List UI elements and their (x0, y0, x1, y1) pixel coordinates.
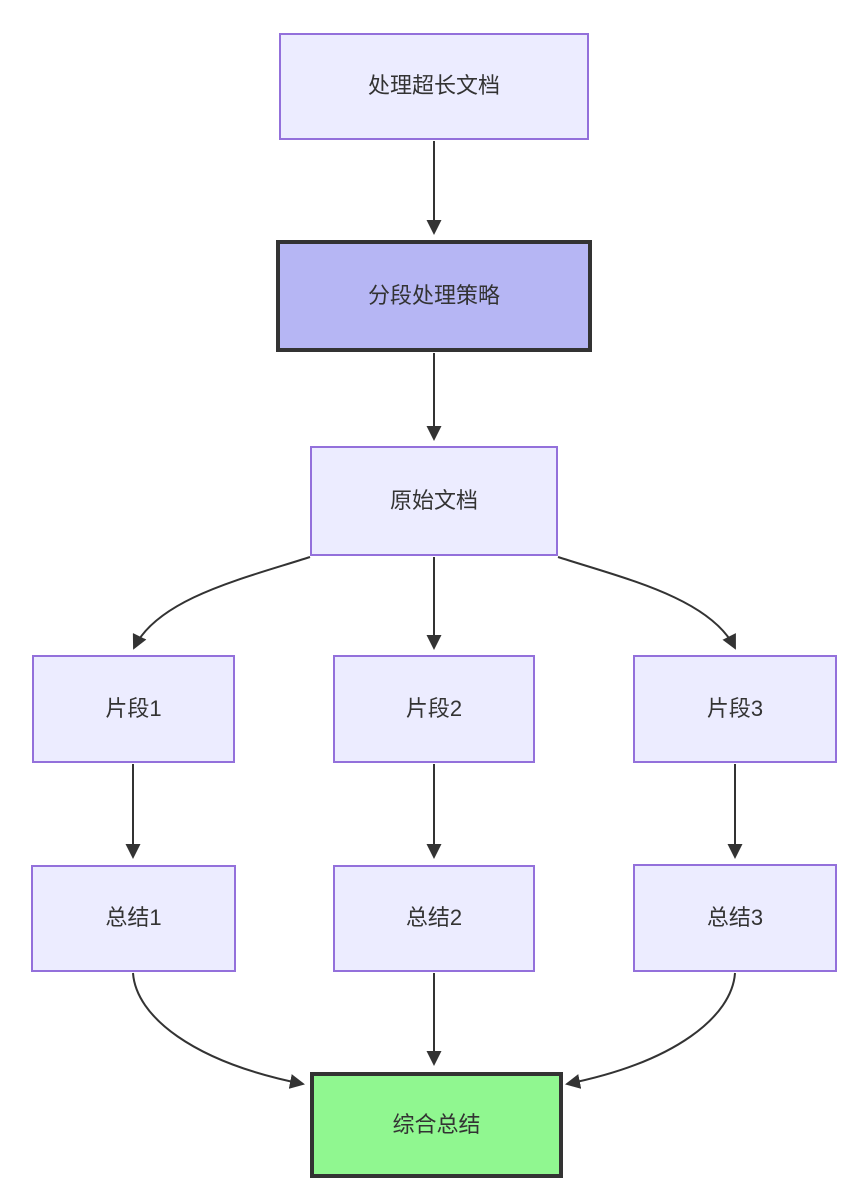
node-fragment-3-label: 片段3 (706, 695, 764, 721)
node-fragment-2: 片段2 (333, 655, 535, 763)
node-summary-2: 总结2 (333, 865, 535, 972)
node-process-long-doc: 处理超长文档 (279, 33, 589, 140)
node-final-summary: 综合总结 (310, 1072, 563, 1178)
node-process-long-doc-label: 处理超长文档 (367, 73, 500, 99)
node-fragment-2-label: 片段2 (405, 695, 463, 721)
node-fragment-1: 片段1 (32, 655, 235, 763)
edge-c-d1-arrow (132, 556, 311, 650)
node-fragment-1-label: 片段1 (105, 695, 162, 721)
node-original-doc-label: 原始文档 (389, 487, 478, 513)
node-segment-strategy: 分段处理策略 (276, 240, 592, 352)
node-segment-strategy-label: 分段处理策略 (367, 282, 500, 308)
edge-c-d3-arrow (557, 556, 736, 650)
node-original-doc: 原始文档 (310, 446, 558, 556)
node-fragment-3: 片段3 (633, 655, 837, 763)
node-summary-1-label: 总结1 (105, 905, 162, 931)
edge-e3-f-arrow (565, 972, 736, 1089)
node-summary-3: 总结3 (633, 864, 837, 972)
node-summary-2-label: 总结2 (405, 905, 463, 931)
node-summary-1: 总结1 (31, 865, 236, 972)
node-summary-3-label: 总结3 (706, 904, 764, 930)
edge-e1-f-arrow (132, 972, 305, 1089)
node-final-summary-label: 综合总结 (392, 1111, 481, 1137)
